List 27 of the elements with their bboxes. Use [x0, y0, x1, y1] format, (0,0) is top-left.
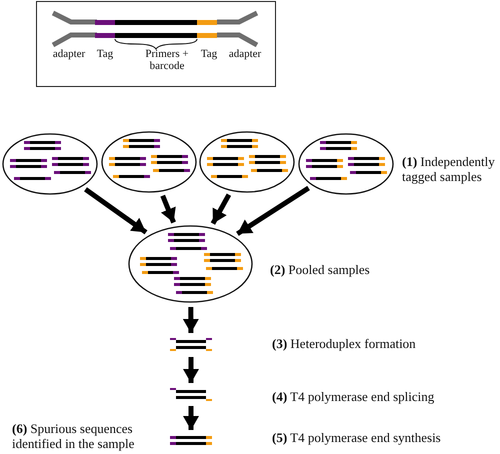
part-label: adapter: [52, 48, 86, 60]
arrow: [84, 187, 148, 234]
part-label: Tag: [96, 48, 114, 60]
part-label: Primers + barcode: [145, 48, 189, 72]
dna-duplex-drawing: [170, 387, 212, 402]
step-label: (4) T4 polymerase end splicing: [272, 389, 434, 404]
pooled-sample-drawing: [128, 225, 253, 303]
arrow: [182, 307, 199, 333]
sample-drawing: [101, 131, 197, 193]
dna-duplex-drawing: [170, 337, 212, 353]
arrow: [183, 406, 199, 430]
part-label: Tag: [200, 48, 218, 60]
part-label: adapter: [228, 48, 262, 60]
sample-drawing: [199, 131, 295, 193]
arrow: [210, 193, 232, 225]
inset-panel: [36, 1, 276, 87]
sample-drawing: [2, 133, 98, 195]
step-label: (1) Independently tagged samples: [402, 154, 496, 184]
arrow: [160, 194, 176, 224]
step-label: (3) Heteroduplex formation: [272, 336, 416, 351]
dna-duplex-drawing: [170, 434, 212, 447]
step-label: (2) Pooled samples: [270, 262, 370, 277]
arrow: [236, 186, 310, 236]
step-label: (6) Spurious sequences identified in the sample: [12, 421, 136, 451]
sample-drawing: [298, 133, 394, 195]
step-label: (5) T4 polymerase end synthesis: [272, 430, 441, 445]
arrow: [183, 357, 199, 383]
